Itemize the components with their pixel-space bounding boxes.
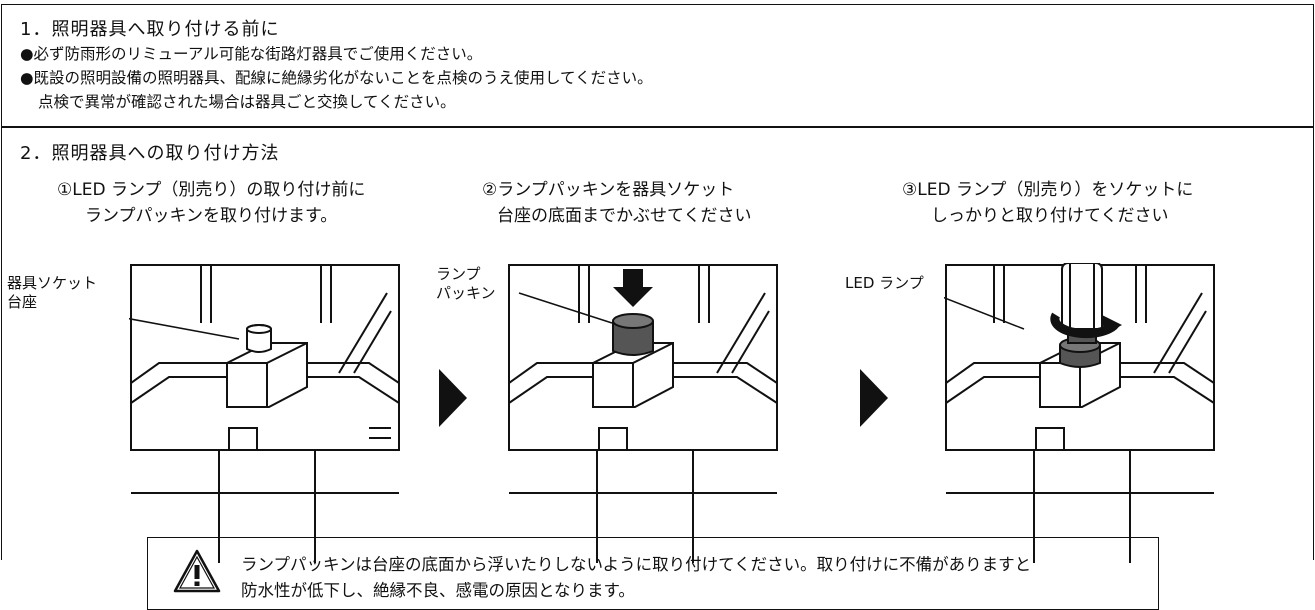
section1-heading: 1．照明器具へ取り付ける前に	[20, 19, 280, 40]
step2-caption-line1: ②ランプパッキンを器具ソケット	[482, 180, 735, 200]
label-lamp: ランプ	[436, 265, 481, 283]
next-step-arrow-icon	[439, 369, 467, 427]
section2-heading: 2．照明器具への取り付け方法	[20, 143, 280, 164]
step3-illustration	[944, 263, 1215, 563]
step2-caption-line2: 台座の底面までかぶせてください	[497, 206, 752, 226]
label-socket-base: 器具ソケット	[7, 274, 98, 292]
bullet-inspection-continued: 点検で異常が確認された場合は器具ごと交換してください。	[38, 93, 456, 111]
step1-caption-line2: ランプパッキンを取り付けます。	[85, 206, 338, 226]
next-step-arrow-icon	[860, 369, 888, 427]
bullet-inspection: ●既設の照明設備の照明器具、配線に絶縁劣化がないことを点検のうえ使用してください…	[20, 69, 653, 87]
warning-text-line1: ランプパッキンは台座の底面から浮いたりしないように取り付けてください。取り付けに…	[241, 555, 1032, 574]
section-installation-method: 2．照明器具への取り付け方法 ①LED ランプ（別売り）の取り付け前に ランプパ…	[1, 126, 1314, 610]
warning-box: ランプパッキンは台座の底面から浮いたりしないように取り付けてください。取り付けに…	[147, 537, 1159, 610]
step1-caption-line1: ①LED ランプ（別売り）の取り付け前に	[57, 180, 366, 200]
warning-text-line2: 防水性が低下し、絶縁不良、感電の原因となります。	[241, 581, 635, 600]
step2-illustration	[508, 264, 778, 563]
label-base: 台座	[7, 293, 38, 311]
label-led-lamp: LED ランプ	[845, 274, 924, 292]
label-packing: パッキン	[436, 284, 496, 302]
section-before-installation: 1．照明器具へ取り付ける前に ●必ず防雨形のリミューアル可能な街路灯器具でご使用…	[1, 4, 1314, 128]
warning-triangle-icon	[173, 549, 221, 593]
bullet-rainproof: ●必ず防雨形のリミューアル可能な街路灯器具でご使用ください。	[20, 45, 483, 63]
step3-caption-line2: しっかりと取り付けてください	[931, 206, 1169, 226]
step1-illustration	[129, 264, 400, 563]
step3-caption-line1: ③LED ランプ（別売り）をソケットに	[902, 180, 1194, 200]
